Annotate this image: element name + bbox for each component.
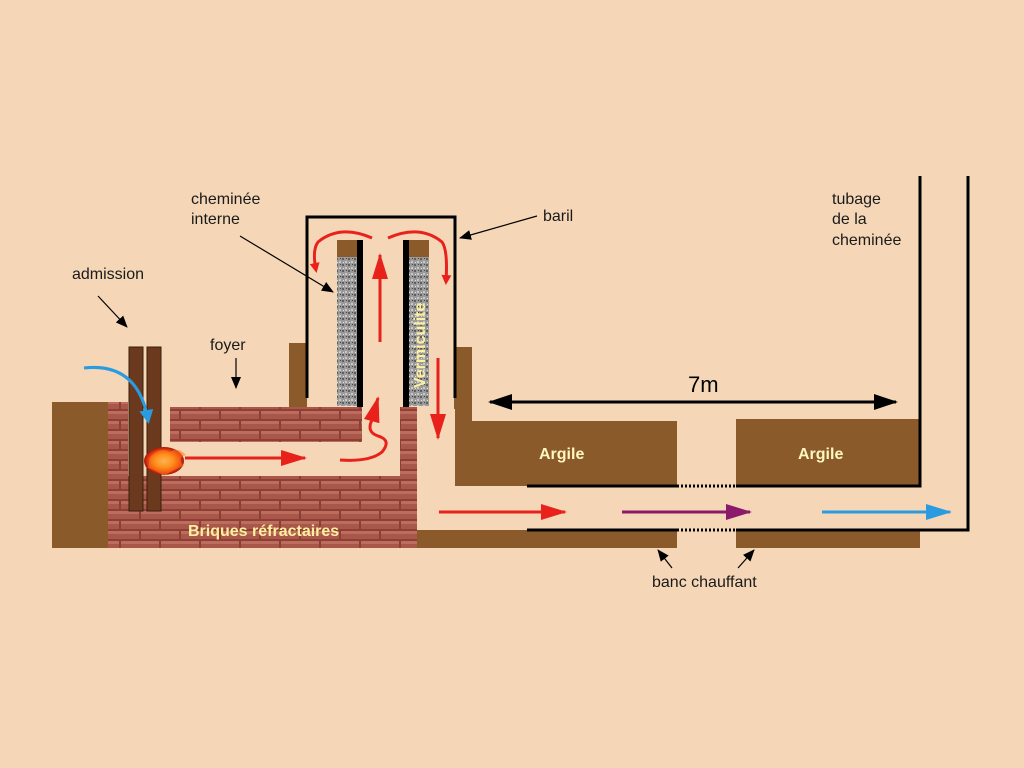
inner-chimney [337, 240, 429, 407]
label-admission: admission [72, 266, 144, 283]
label-foyer: foyer [210, 337, 246, 354]
riser-gap [362, 407, 400, 476]
barrel [305, 215, 457, 398]
label-baril: baril [543, 208, 573, 225]
leader-lines [97, 215, 755, 569]
label-argile-left: Argile [539, 446, 584, 463]
fire-icon [144, 447, 186, 476]
bench-base-left [417, 530, 677, 548]
argile-right-block [736, 419, 919, 486]
riser-support-posts [289, 343, 472, 409]
label-cheminee-interne-1: cheminée [191, 191, 260, 208]
label-argile-right: Argile [798, 446, 843, 463]
label-tubage-3: cheminée [832, 232, 901, 249]
air-intake-flow [83, 365, 154, 424]
hot-gas-flow [185, 230, 567, 520]
chimney-pipe [527, 176, 970, 532]
label-vermiculite: Vermiculite [412, 303, 429, 388]
label-tubage-2: de la [832, 211, 867, 228]
ground-left [52, 402, 108, 548]
dimension-label: 7m [688, 372, 719, 397]
argile-left-block [455, 408, 677, 486]
bench-base-right [736, 530, 920, 548]
label-banc-chauffant: banc chauffant [652, 574, 757, 591]
label-tubage-1: tubage [832, 191, 881, 208]
label-cheminee-interne-2: interne [191, 211, 240, 228]
label-briques: Briques réfractaires [188, 523, 339, 540]
